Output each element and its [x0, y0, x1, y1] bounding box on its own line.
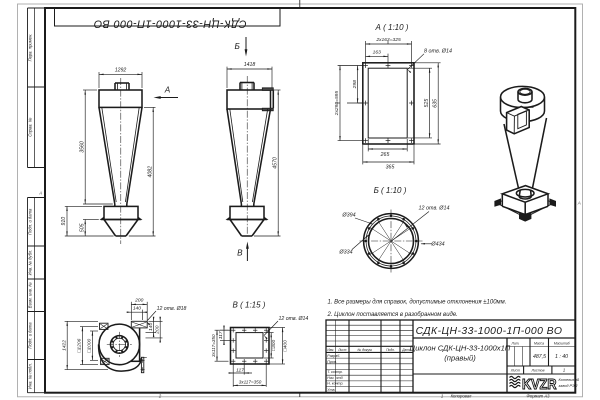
svg-text:Б ( 1:10 ): Б ( 1:10 ) [374, 186, 407, 195]
svg-text:Ø394: Ø394 [341, 213, 355, 219]
svg-text:Пров.: Пров. [327, 360, 336, 364]
svg-text:525: 525 [424, 99, 430, 108]
svg-text:А: А [164, 86, 171, 95]
svg-text:Разраб.: Разраб. [327, 354, 340, 358]
svg-text:В ( 1:15 ): В ( 1:15 ) [233, 301, 266, 310]
svg-text:12 отв. Ø14: 12 отв. Ø14 [279, 316, 309, 322]
svg-text:505: 505 [79, 223, 85, 232]
svg-text:Перв. примен.: Перв. примен. [28, 34, 33, 62]
svg-text:1292: 1292 [115, 67, 127, 73]
svg-text:Утв.: Утв. [327, 388, 335, 392]
svg-text:Справ. №: Справ. № [28, 117, 33, 136]
svg-text:Изм.: Изм. [327, 348, 334, 352]
svg-text:3х117=350: 3х117=350 [239, 380, 262, 385]
svg-text:Инв. № подл.: Инв. № подл. [28, 363, 33, 389]
svg-text:завод РЭП: завод РЭП [558, 384, 578, 388]
svg-text:Т. контр.: Т. контр. [327, 370, 343, 374]
svg-text:1418: 1418 [244, 62, 256, 68]
svg-text:(правый): (правый) [444, 354, 476, 363]
svg-text:Подп.: Подп. [386, 348, 395, 352]
svg-text:117: 117 [236, 367, 244, 373]
svg-text:200: 200 [134, 298, 143, 304]
svg-text:□300: □300 [271, 339, 277, 350]
svg-text:298: 298 [352, 80, 358, 89]
svg-text:3560: 3560 [79, 141, 85, 153]
svg-text:2х163=325: 2х163=325 [375, 37, 401, 43]
svg-text:В: В [237, 249, 243, 258]
svg-text:Масса: Масса [534, 341, 544, 345]
svg-text:4570: 4570 [272, 157, 278, 169]
svg-text:Нач. отд.: Нач. отд. [327, 376, 343, 380]
svg-text:СДК-ЦН-33-1000-1П-000 ВО: СДК-ЦН-33-1000-1П-000 ВО [93, 18, 246, 30]
svg-text:Листов: Листов [530, 369, 544, 373]
svg-text:12 отв. Ø18: 12 отв. Ø18 [157, 306, 187, 312]
svg-text:2х298=595: 2х298=595 [334, 91, 340, 117]
svg-text:СДК-ЦН-33-1000-1П-000 ВО: СДК-ЦН-33-1000-1П-000 ВО [416, 326, 563, 337]
svg-text:Лит.: Лит. [511, 341, 520, 345]
svg-text:Инв. № дубл.: Инв. № дубл. [28, 250, 33, 276]
svg-text:Ø334: Ø334 [338, 250, 352, 256]
svg-text:Подп. и дата: Подп. и дата [28, 322, 33, 349]
svg-text:А: А [577, 201, 581, 206]
svg-text:117: 117 [218, 331, 224, 339]
svg-text:KVZR: KVZR [522, 377, 557, 393]
svg-text:Б: Б [235, 42, 241, 51]
svg-text:□1000: □1000 [87, 338, 93, 352]
svg-text:№ докум.: № докум. [358, 348, 373, 352]
svg-text:487,5: 487,5 [533, 354, 546, 360]
svg-text:Дата: Дата [401, 348, 411, 352]
svg-text:2. Циклон поставляется в разо: 2. Циклон поставляется в разобранном вид… [327, 312, 458, 318]
svg-text:Котельный: Котельный [559, 378, 581, 382]
svg-text:Копировал: Копировал [451, 393, 472, 398]
svg-text:8 отв. Ø14: 8 отв. Ø14 [424, 48, 452, 54]
svg-text:Масштаб: Масштаб [554, 341, 570, 345]
svg-text:Ø434: Ø434 [430, 242, 444, 248]
svg-text:200: 200 [154, 325, 160, 334]
svg-text:910: 910 [61, 217, 67, 226]
svg-text:А ( 1:10 ): А ( 1:10 ) [375, 23, 409, 32]
svg-text:1. Все размеры для справок, д: 1. Все размеры для справок, допустимые о… [328, 299, 507, 305]
svg-text:140: 140 [148, 323, 154, 331]
svg-text:265: 265 [380, 152, 390, 158]
svg-text:1: 1 [563, 368, 565, 373]
svg-text:140: 140 [133, 305, 141, 311]
svg-text:Лист: Лист [510, 369, 520, 373]
svg-text:2: 2 [158, 393, 162, 398]
svg-text:12 отв. Ø14: 12 отв. Ø14 [419, 206, 450, 212]
svg-text:Подп. и дата: Подп. и дата [28, 208, 33, 235]
svg-text:А: А [38, 191, 42, 196]
svg-text:□1206: □1206 [77, 338, 83, 352]
svg-text:4082: 4082 [147, 166, 153, 178]
svg-text:Лист: Лист [337, 348, 347, 352]
svg-text:1422: 1422 [61, 340, 67, 351]
svg-text:Взам. инв. №: Взам. инв. № [28, 282, 33, 308]
svg-text:□400: □400 [283, 340, 289, 351]
svg-text:163: 163 [373, 50, 381, 56]
svg-text:635: 635 [432, 99, 438, 108]
svg-text:3х117=350: 3х117=350 [211, 334, 216, 357]
svg-text:Циклон СДК-ЦН-33-1000х1П: Циклон СДК-ЦН-33-1000х1П [410, 344, 511, 353]
svg-text:Формат А3: Формат А3 [527, 393, 551, 398]
svg-text:1: 1 [441, 393, 443, 398]
svg-text:Н. контр.: Н. контр. [327, 382, 343, 386]
svg-text:1 : 40: 1 : 40 [555, 354, 568, 360]
svg-text:365: 365 [386, 164, 395, 170]
